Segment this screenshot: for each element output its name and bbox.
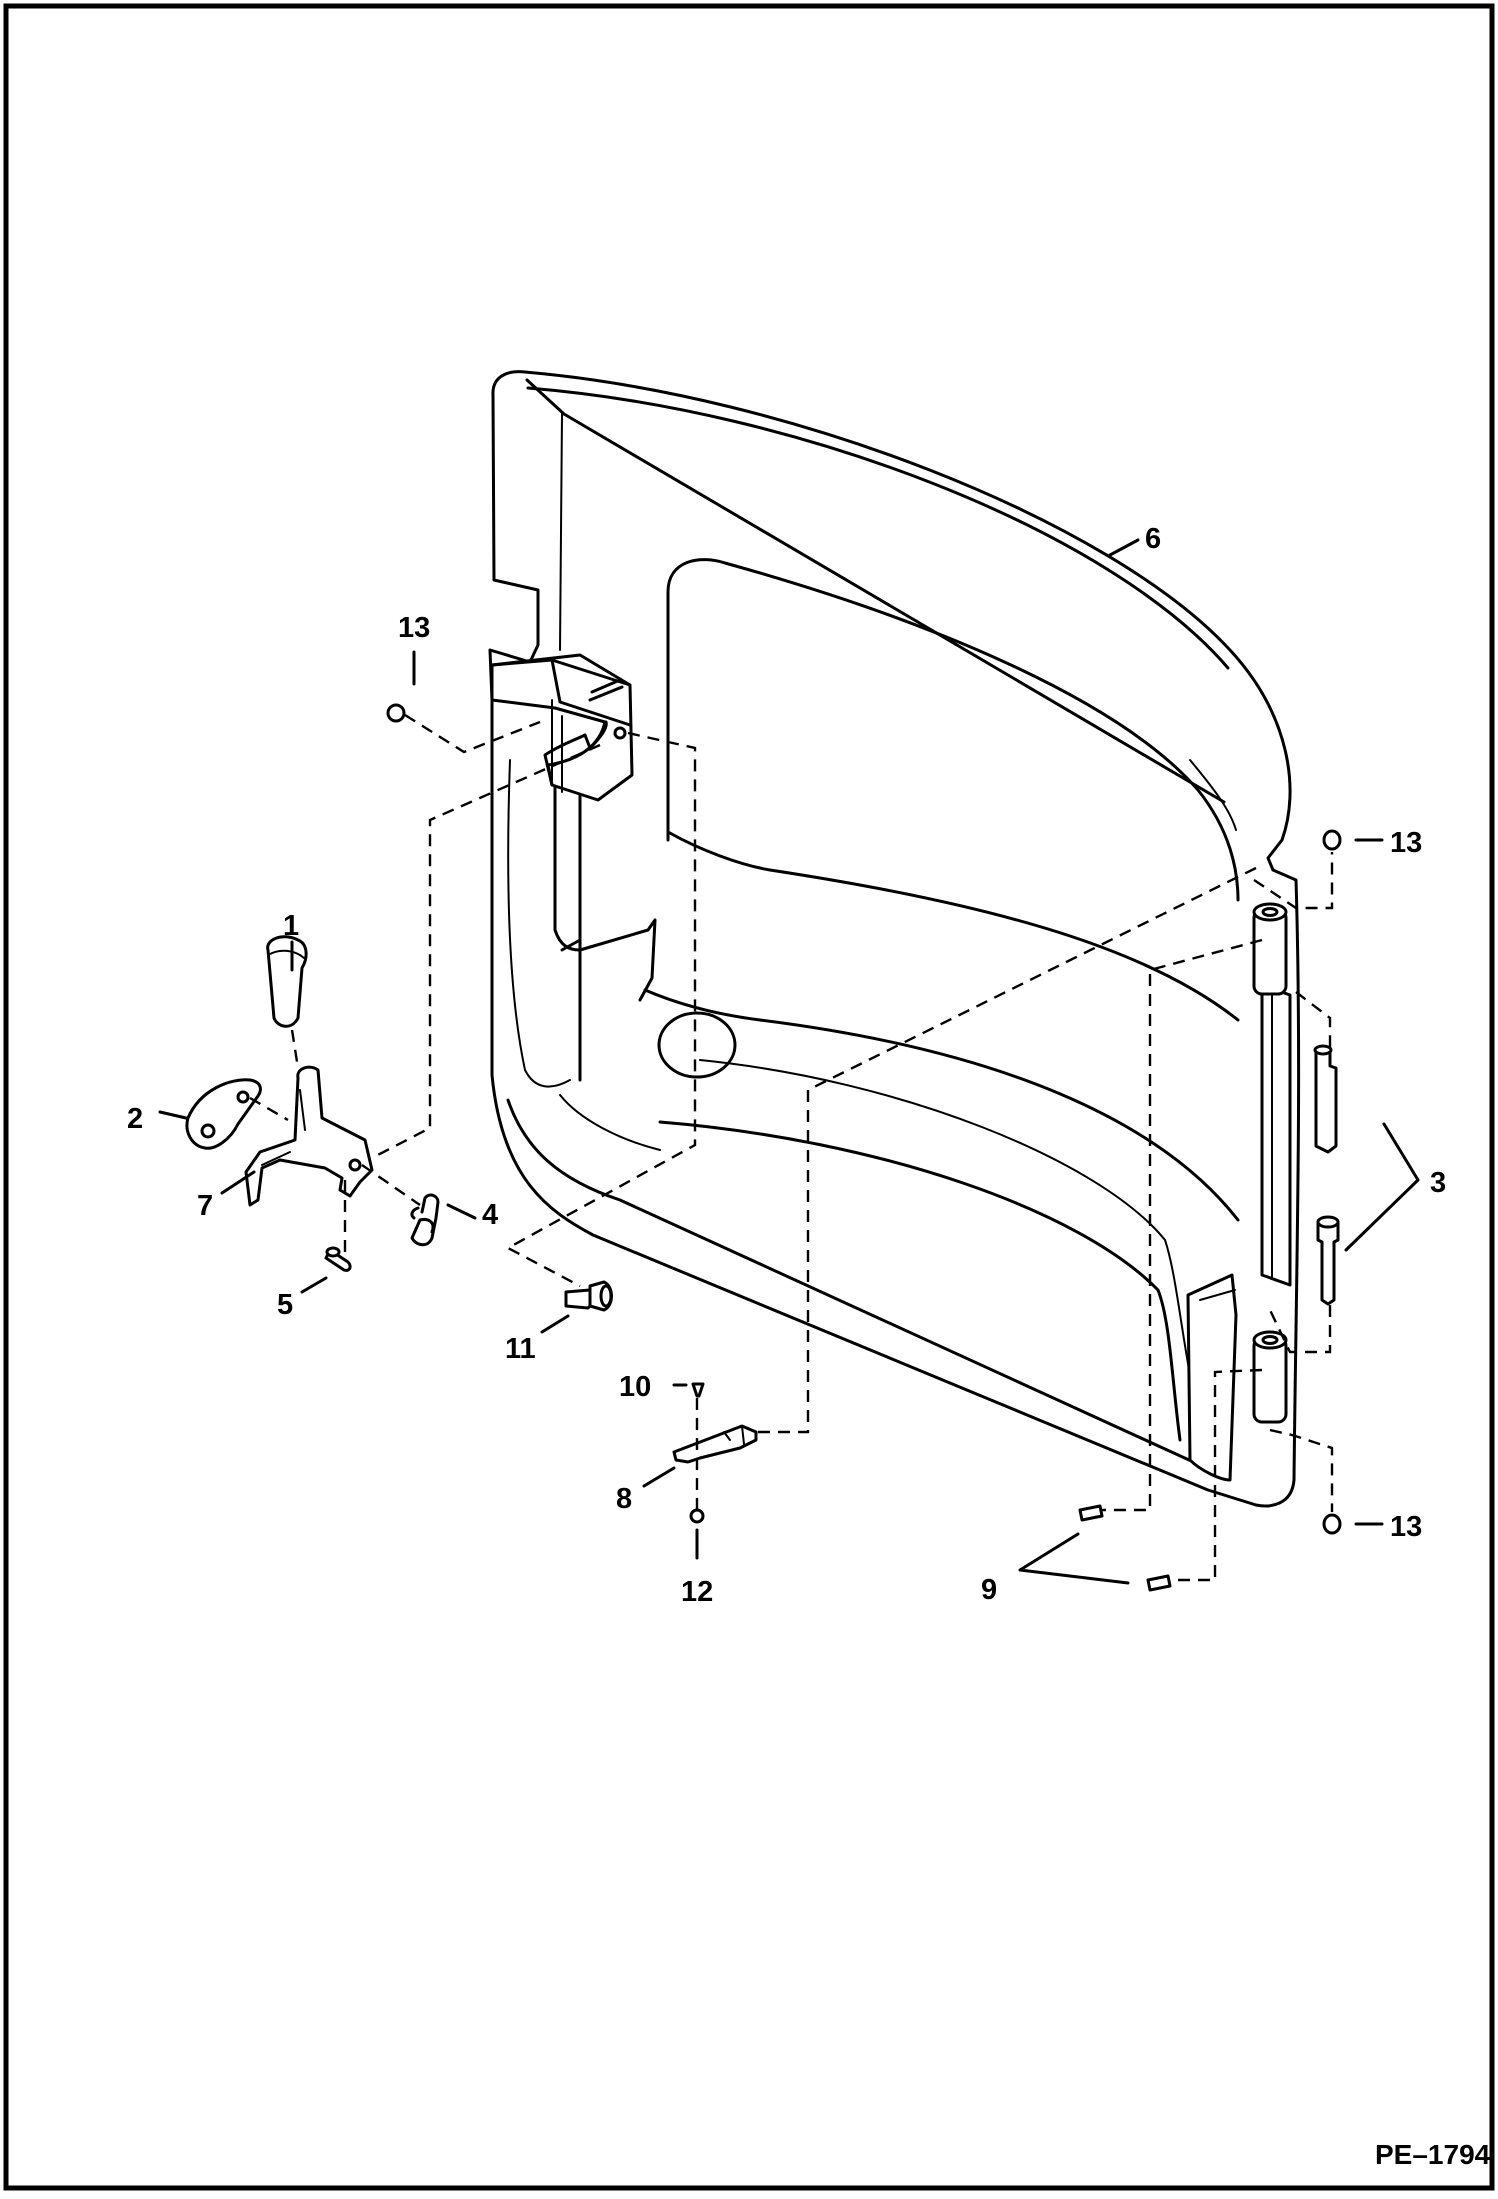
door-rim-left-edge [559,413,563,651]
door-rim-top [526,386,1230,670]
door-channel-tab [553,778,657,1002]
callout-11: 11 [505,1333,536,1365]
callout-13-right-lower: 13 [1390,1511,1422,1543]
latch-bracket-side [551,699,563,793]
part-3-hinge-pins [1313,1044,1340,1306]
door-rim-bottom-inner [559,1094,661,1151]
callout-13-top: 13 [398,612,430,644]
callout-12: 12 [681,1576,713,1608]
callout-1: 1 [283,910,299,942]
part-11-bolt [564,1280,613,1312]
part-13-nuts [386,703,1342,1535]
door-rim-upper-edge [525,378,1226,804]
hinge-assembly [1186,902,1292,1482]
part-5-pin [324,1246,352,1272]
leader-lines [158,538,1420,1585]
callout-9: 9 [981,1574,997,1606]
lower-hinge-barrel [1252,1330,1288,1424]
door-channel-left [507,759,571,1088]
door-panel [488,370,1301,1508]
upper-hinge-barrel [1252,902,1288,996]
part-1-knob [266,935,308,1028]
hinge-strip [1260,983,1292,1287]
lower-hinge-tab-edge [1199,1289,1236,1301]
part-12-nut [689,1508,705,1524]
door-inner-contour-3 [699,1059,1191,1376]
callout-10: 10 [619,1371,651,1403]
door-oval-hole [657,1011,737,1079]
callout-8: 8 [616,1483,632,1515]
part-9-grease-fittings [1078,1504,1172,1592]
callout-6: 6 [1145,523,1161,555]
callout-3: 3 [1430,1167,1446,1199]
latch-bracket [490,653,634,802]
door-inner-contour-4 [658,1120,1182,1442]
part-8-striker [672,1424,758,1464]
part-7-latch-handle [244,1065,374,1207]
callout-7: 7 [197,1190,213,1222]
latch-bracket-hole [613,726,627,740]
callout-13-right-upper: 13 [1390,827,1422,859]
callout-5: 5 [277,1289,293,1321]
door-inner-contour-2 [643,988,1240,1222]
lower-hinge-tab [1186,1273,1238,1482]
door-left-channel [560,788,582,1082]
part-10-screw [691,1382,705,1398]
page-border [3,3,1495,2191]
callout-2: 2 [127,1103,143,1135]
assembly-lines [249,713,1334,1582]
part-2-lever-plate [185,1078,262,1150]
callout-labels: 1 2 3 4 5 6 7 8 9 10 11 12 13 13 13 [127,523,1446,1608]
figure-reference: PE–1794 [1375,2139,1491,2170]
door-panel-outline [488,370,1301,1508]
door-rim-bottom [506,1098,1202,1467]
door-inner-contour-1 [666,830,1240,1022]
latch-bracket-slot [588,678,624,702]
latch-bracket-top [490,658,632,727]
latch-bracket-hook [543,720,608,787]
door-inner-contour-5 [1189,759,1237,831]
part-4-spring [410,1193,440,1247]
door-inner-panel [666,558,1240,902]
callout-4: 4 [482,1199,498,1231]
